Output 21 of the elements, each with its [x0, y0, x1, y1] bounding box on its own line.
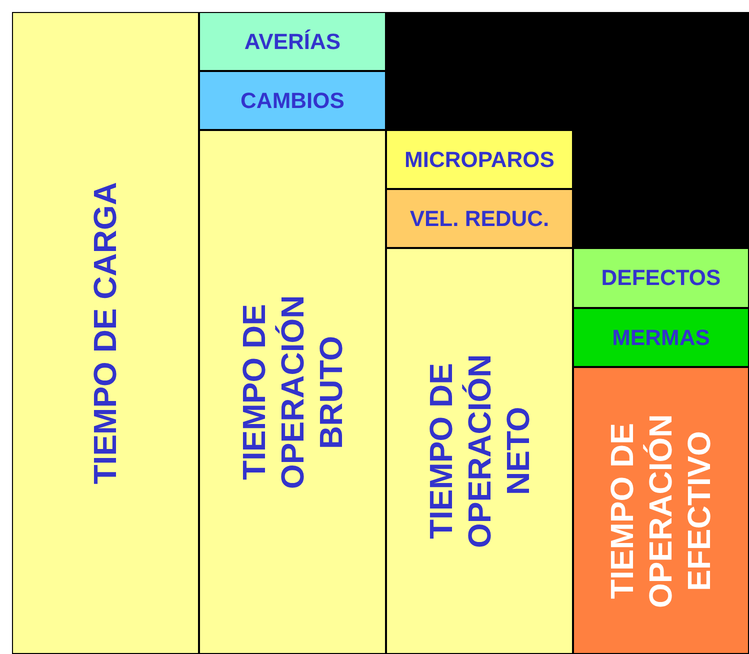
loss-bar: [386, 130, 573, 189]
loss-label: AVERÍAS: [244, 28, 341, 54]
loss-bar: [199, 12, 386, 71]
time-label: TIEMPO DE OPERACIÓN NETO: [422, 353, 537, 550]
loss-label: MICROPAROS: [404, 146, 554, 172]
time-label: TIEMPO DE OPERACIÓN EFECTIVO: [603, 412, 718, 610]
empty-block: [386, 12, 749, 248]
loss-bar: [573, 308, 749, 367]
time-label: TIEMPO DE OPERACIÓN BRUTO: [234, 294, 350, 491]
loss-bar: [199, 71, 386, 130]
loss-label: CAMBIOS: [240, 88, 344, 114]
loss-label: DEFECTOS: [601, 265, 721, 291]
time-bar: [199, 130, 386, 654]
loss-label: MERMAS: [612, 324, 710, 350]
time-bar: [12, 12, 199, 654]
time-bar: [386, 248, 573, 654]
time-bar: [573, 367, 749, 654]
time-label: TIEMPO DE CARGA: [86, 182, 124, 484]
loss-bar: [386, 189, 573, 248]
loss-bar: [573, 248, 749, 308]
loss-label: VEL. REDUC.: [410, 206, 550, 232]
